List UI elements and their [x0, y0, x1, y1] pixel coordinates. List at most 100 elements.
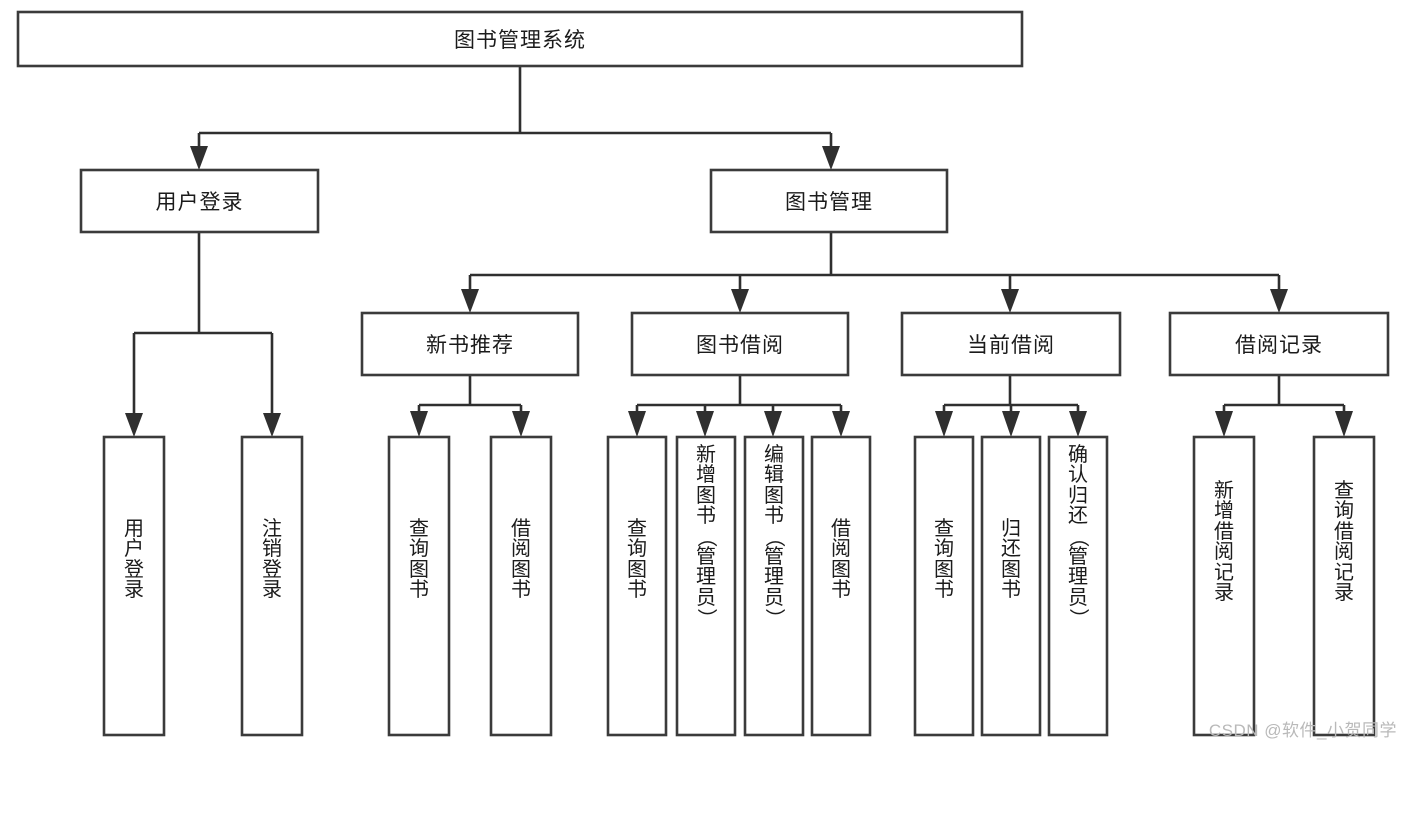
leaf-box-book-borrow-1[interactable]: [606, 435, 668, 737]
vertical-char: ）: [763, 608, 786, 629]
leaf-label-current-borrow-2: 归还图书: [982, 437, 1040, 817]
vertical-char: 确: [1068, 444, 1088, 466]
node-label-new-book: 新书推荐: [426, 334, 514, 357]
vertical-char: 询: [1334, 500, 1354, 523]
vertical-char: 记: [1334, 561, 1354, 584]
vertical-char: 员: [696, 586, 716, 609]
vertical-char: 借: [831, 518, 851, 540]
flowchart-diagram: 图书管理系统 用户登录 图书管理 新书推荐 图书借阅 当前借阅 借阅记录 用户登…: [16, 10, 1396, 743]
vertical-char: 登: [262, 558, 282, 581]
node-label-user-login: 用户登录: [155, 191, 244, 214]
vertical-char: 阅: [831, 538, 851, 561]
vertical-char: 记: [1214, 561, 1234, 584]
vertical-char: 图: [409, 558, 429, 581]
vertical-char: 图: [696, 484, 716, 507]
arrow-head-new-book: [461, 289, 479, 313]
arrow-head-book-borrow: [731, 289, 749, 313]
vertical-char: 增: [1214, 500, 1234, 523]
leaf-box-new-book-2[interactable]: [489, 435, 553, 737]
vertical-char: 录: [1334, 581, 1354, 604]
arrow-head-borrow-record-leaf-1: [1215, 411, 1233, 437]
vertical-char: 管: [1068, 545, 1088, 568]
leaf-box-current-borrow-3[interactable]: [1047, 435, 1109, 737]
vertical-char: 登: [124, 558, 144, 581]
node-box-current-borrow[interactable]: [900, 311, 1122, 377]
vertical-char: 图: [511, 558, 531, 581]
vertical-char: 查: [934, 518, 954, 540]
node-box-book-borrow[interactable]: [630, 311, 850, 377]
node-box-new-book[interactable]: [360, 311, 580, 377]
leaf-box-user-login-2[interactable]: [240, 435, 304, 737]
vertical-char: 书: [511, 579, 531, 602]
leaf-box-new-book-1[interactable]: [387, 435, 451, 737]
arrow-head-new-book-leaf-1: [410, 411, 428, 437]
vertical-char: 员: [764, 586, 784, 609]
leaf-label-current-borrow-1: 查询图书: [915, 437, 973, 817]
leaf-label-book-borrow-1: 查询图书: [608, 437, 666, 817]
leaf-box-current-borrow-1[interactable]: [913, 435, 975, 737]
vertical-char: 询: [934, 538, 954, 561]
vertical-char: 录: [124, 579, 144, 602]
vertical-char: ）: [1067, 608, 1090, 629]
arrow-head-user-login-leaf-1: [125, 413, 143, 437]
node-box-book-mgmt[interactable]: [709, 168, 949, 234]
arrow-head-book-mgmt: [822, 146, 840, 170]
vertical-char: 注: [262, 518, 282, 540]
arrow-head-book-borrow-leaf-4: [832, 411, 850, 437]
arrow-head-new-book-leaf-2: [512, 411, 530, 437]
leaf-label-new-book-1: 查询图书: [389, 437, 449, 817]
vertical-char: （: [695, 526, 718, 547]
leaf-label-new-book-2: 借阅图书: [491, 437, 551, 817]
vertical-char: 理: [696, 566, 716, 589]
vertical-char: 图: [1001, 558, 1021, 581]
node-label-current-borrow: 当前借阅: [967, 334, 1055, 357]
leaf-label-book-borrow-4: 借阅图书: [812, 437, 870, 817]
vertical-char: 新: [696, 444, 716, 466]
vertical-char: 归: [1068, 484, 1088, 507]
vertical-char: 书: [831, 579, 851, 602]
leaf-label-book-borrow-2: 新增图书（管理员）: [677, 437, 735, 743]
connector-group-user-login: [125, 232, 281, 437]
connector-group-current-borrow: [935, 375, 1087, 437]
arrow-head-user-login: [190, 146, 208, 170]
leaf-label-user-login-1: 用户登录: [104, 437, 164, 817]
vertical-char: 管: [696, 545, 716, 568]
vertical-char: 查: [409, 518, 429, 540]
arrow-head-book-borrow-leaf-2: [696, 411, 714, 437]
node-box-user-login[interactable]: [79, 168, 320, 234]
connector-group-book-mgmt: [461, 232, 1288, 313]
node-box-borrow-record[interactable]: [1168, 311, 1390, 377]
vertical-char: （: [763, 526, 786, 547]
leaf-box-book-borrow-2[interactable]: [675, 435, 737, 737]
leaf-box-book-borrow-3[interactable]: [743, 435, 805, 737]
vertical-char: ）: [695, 608, 718, 629]
vertical-char: 询: [627, 538, 647, 561]
vertical-char: 阅: [1334, 541, 1354, 564]
arrow-head-book-borrow-leaf-1: [628, 411, 646, 437]
vertical-char: 书: [696, 505, 716, 528]
leaf-label-user-login-2: 注销登录: [242, 437, 302, 817]
vertical-char: 查: [627, 518, 647, 540]
arrow-head-current-borrow: [1001, 289, 1019, 313]
arrow-head-current-borrow-leaf-2: [1002, 411, 1020, 437]
leaf-box-current-borrow-2[interactable]: [980, 435, 1042, 737]
leaf-box-borrow-record-2[interactable]: [1312, 435, 1376, 737]
arrow-head-current-borrow-leaf-1: [935, 411, 953, 437]
vertical-char: 增: [696, 464, 716, 487]
leaf-box-book-borrow-4[interactable]: [810, 435, 872, 737]
vertical-char: 归: [1001, 518, 1021, 540]
vertical-char: 辑: [764, 464, 784, 487]
vertical-char: 图: [934, 558, 954, 581]
leaf-label-borrow-record-2: 查询借阅记录: [1314, 437, 1374, 779]
leaf-box-user-login-1[interactable]: [102, 435, 166, 737]
node-label-book-borrow: 图书借阅: [696, 334, 784, 357]
node-box-root[interactable]: [16, 10, 1024, 68]
vertical-char: 员: [1068, 586, 1088, 609]
vertical-char: 编: [764, 444, 784, 466]
leaf-box-borrow-record-1[interactable]: [1192, 435, 1256, 737]
leaf-label-current-borrow-3: 确认归还（管理员）: [1049, 437, 1107, 743]
vertical-char: （: [1067, 526, 1090, 547]
connector-group-root: [190, 66, 840, 170]
connector-group-borrow-record: [1215, 375, 1353, 437]
vertical-char: 户: [124, 538, 144, 561]
